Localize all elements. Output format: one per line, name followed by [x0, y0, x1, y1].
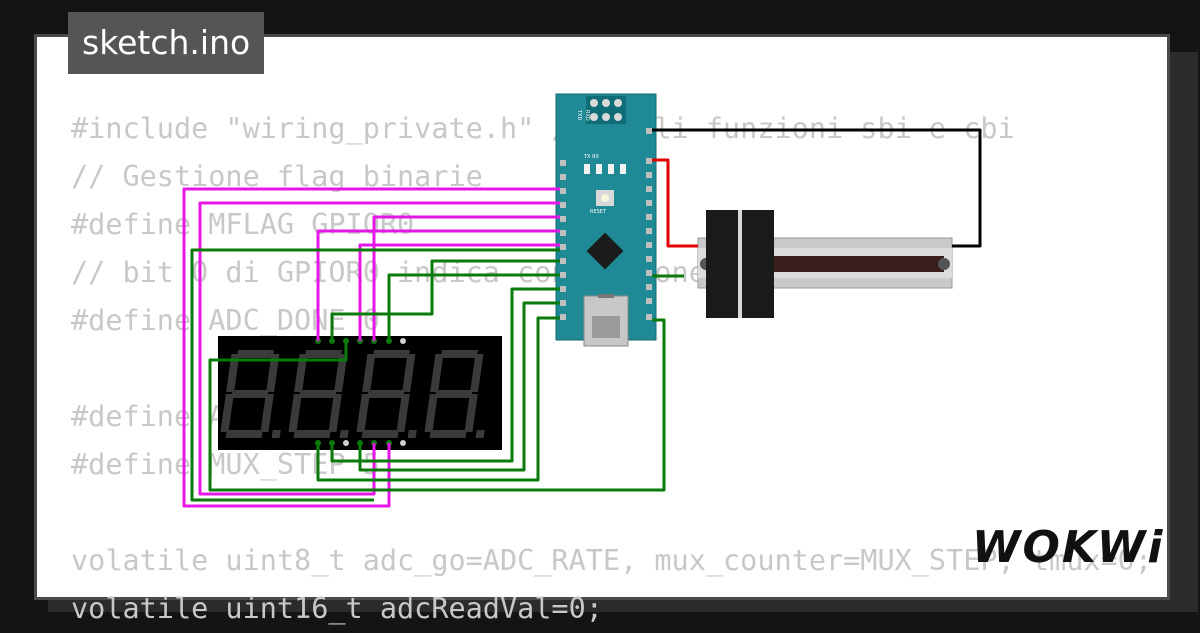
wires [182, 128, 982, 508]
code-line-8: #define MUX_STEP 5 [71, 448, 380, 481]
code-line-5: #define ADC_DONE 0 [71, 304, 380, 337]
seven-segment-display[interactable] [218, 336, 502, 450]
display-digits [220, 350, 485, 438]
wokwi-logo: WOKWi [972, 522, 1165, 573]
reset-label: RESET [590, 209, 607, 215]
slider-track [774, 256, 944, 272]
right-pin-header [646, 128, 652, 320]
slide-potentiometer[interactable] [697, 210, 953, 318]
mcu-chip [586, 232, 624, 270]
left-pin-header [560, 160, 566, 320]
code-line-11: volatile uint16_t adcReadVal=0; [71, 592, 603, 625]
screw-icon [938, 258, 950, 270]
arduino-nano-board[interactable]: TXD RXD TX RX RESET [555, 93, 657, 347]
code-line-10: volatile uint8_t adc_go=ADC_RATE, mux_co… [71, 544, 1152, 577]
tx-rx-label: TX RX [583, 154, 600, 160]
file-tab[interactable]: sketch.ino [68, 12, 265, 74]
txd-label: TXD [576, 109, 582, 120]
rxd-label: RXD [584, 110, 590, 121]
code-line-3: #define MFLAG GPIOR0 [71, 208, 415, 241]
